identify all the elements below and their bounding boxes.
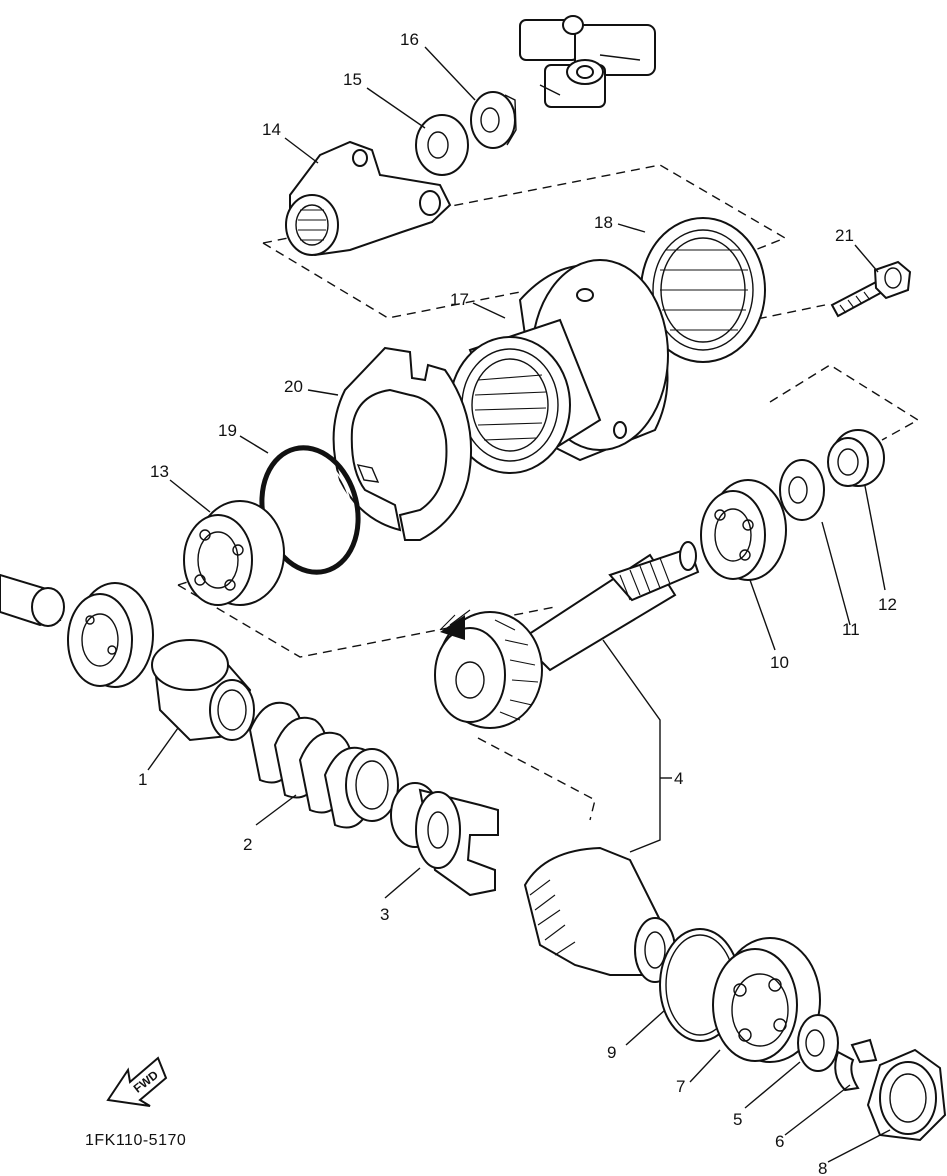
label-part-10: 10 — [770, 653, 789, 672]
label-part-17: 17 — [450, 290, 469, 309]
label-part-5: 5 — [733, 1110, 742, 1129]
washer-15 — [415, 114, 469, 176]
label-part-11: 11 — [842, 620, 860, 639]
lock-plate-20 — [332, 346, 473, 541]
lock-washer-6 — [834, 1038, 878, 1092]
label-part-20: 20 — [284, 377, 303, 396]
pinion-shaft-4 — [434, 541, 700, 729]
label-part-19: 19 — [218, 421, 237, 440]
seal-12 — [827, 429, 885, 487]
label-part-21: 21 — [835, 226, 854, 245]
shaft-stub — [0, 573, 65, 627]
washer-5 — [797, 1014, 839, 1072]
bearing-13 — [183, 500, 285, 606]
label-part-18: 18 — [594, 213, 613, 232]
label-part-4: 4 — [674, 769, 683, 788]
label-part-15: 15 — [343, 70, 362, 89]
label-part-13: 13 — [150, 462, 169, 481]
washer-11 — [779, 459, 825, 521]
part-labels: 16 15 14 18 21 17 20 19 13 12 11 10 4 1 … — [138, 30, 897, 1176]
housing-17 — [449, 259, 669, 474]
bevel-gear — [523, 846, 676, 983]
drawing-code: 1FK110-5170 — [85, 1132, 186, 1149]
bolt-21 — [830, 260, 912, 318]
label-part-2: 2 — [243, 835, 252, 854]
nut-8 — [866, 1048, 947, 1142]
label-part-3: 3 — [380, 905, 389, 924]
collar-1 — [151, 639, 255, 742]
label-part-6: 6 — [775, 1132, 784, 1151]
label-part-9: 9 — [607, 1043, 616, 1062]
fwd-arrow-icon: FWD — [106, 1056, 168, 1107]
label-part-14: 14 — [262, 120, 281, 139]
label-part-16: 16 — [400, 30, 419, 49]
label-part-8: 8 — [818, 1159, 827, 1176]
label-part-1: 1 — [138, 770, 147, 789]
bearing-left — [67, 582, 154, 688]
leader-lines — [147, 46, 891, 1163]
spring-2 — [248, 701, 399, 829]
nut-16 — [470, 91, 517, 149]
bearing-7 — [712, 937, 821, 1063]
label-part-12: 12 — [878, 595, 897, 614]
label-part-7: 7 — [676, 1077, 685, 1096]
universal-joint — [519, 15, 656, 108]
sliding-dog-3 — [390, 782, 499, 897]
yoke — [285, 140, 452, 257]
bearing-10 — [700, 479, 787, 581]
